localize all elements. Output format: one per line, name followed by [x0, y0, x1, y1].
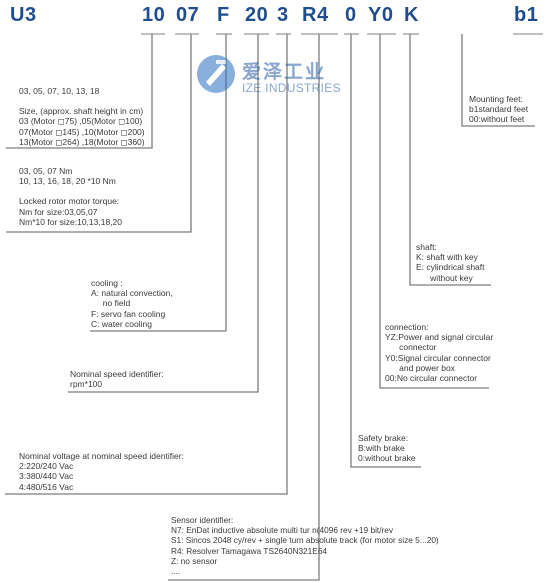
code-cooling: F — [217, 4, 230, 26]
sensor-line: S1: Sincos 2048 cy/rev + single turn abs… — [171, 535, 439, 546]
shaft-block: shaft: K: shaft with key E: cylindrical … — [416, 242, 485, 283]
size-block: 03, 05, 07, 10, 13, 18 Size, (approx. sh… — [19, 86, 145, 147]
logo-en-text: IZE INDUSTRIES — [242, 81, 341, 95]
voltage-line: 3:380/440 Vac — [19, 471, 74, 482]
line-shaft — [409, 34, 491, 286]
brake-line: B:with brake — [358, 443, 405, 454]
voltage-line: 2:220/240 Vac — [19, 461, 74, 472]
voltage-line: Nominal voltage at nominal speed identif… — [19, 451, 184, 461]
sensor-line: .... — [171, 566, 181, 577]
torque-line: Nm for size:03,05,07 — [19, 206, 98, 217]
voltage-line: 4:480/516 Vac — [19, 481, 74, 492]
cooling-block: cooling : A: natural convection, no fiel… — [91, 278, 173, 329]
company-logo: 爱泽工业 IZE INDUSTRIES — [196, 52, 386, 102]
sensor-line: R4: Resolver Tamagawa TS2640N321E64 — [171, 545, 328, 556]
size-line: Size, (approx. shaft height in cm) — [19, 106, 144, 117]
code-speed: 20 — [245, 4, 269, 26]
line-mounting — [461, 34, 535, 127]
connection-block: connection: YZ:Power and signal circular… — [385, 322, 493, 383]
voltage-block: Nominal voltage at nominal speed identif… — [19, 451, 184, 492]
brake-line: 0:without brake — [358, 453, 416, 464]
size-line: 13(Motor ◻264) ,18(Motor ◻360) — [19, 136, 145, 147]
connection-line: 00:No circular connector — [385, 373, 478, 384]
size-line — [19, 96, 145, 106]
code-shaft: K — [404, 4, 419, 26]
cooling-line: cooling : — [91, 278, 123, 288]
cooling-line: A: natural convection, — [91, 288, 173, 299]
torque-line: Nm*10 for size:10,13,18,20 — [19, 216, 123, 227]
shaft-line: K: shaft with key — [416, 252, 478, 263]
mounting-line: Mounting feet: — [469, 94, 523, 104]
code-u3: U3 — [10, 4, 37, 26]
line-cooling — [90, 34, 227, 332]
sensor-line: Sensor identifier: — [171, 515, 234, 525]
speed-block: Nominal speed identifier: rpm*100 — [70, 369, 164, 389]
code-connection: Y0 — [368, 4, 394, 26]
sensor-line: N7: EnDat inductive absolute multi tur n… — [171, 525, 394, 536]
line-torque — [6, 34, 192, 233]
torque-line: 03, 05, 07 Nm — [19, 166, 73, 176]
line-voltage — [5, 34, 288, 495]
code-torque: 07 — [176, 4, 200, 26]
brake-line: Safety brake: — [358, 433, 409, 443]
code-brake: 0 — [345, 4, 357, 26]
size-line: 07(Motor ◻145) ,10(Motor ◻200) — [19, 126, 145, 137]
logo-mark-icon — [197, 55, 235, 93]
mounting-line: 00:without feet — [469, 114, 525, 125]
line-connection — [379, 34, 489, 389]
code-sensor: R4 — [302, 4, 329, 26]
shaft-line: shaft: — [416, 242, 437, 252]
size-line: 03 (Motor ◻75) ,05(Motor ◻100) — [19, 116, 143, 127]
cooling-line: F: servo fan cooling — [91, 308, 166, 319]
code-size: 10 — [142, 4, 166, 26]
brake-block: Safety brake: B:with brake 0:without bra… — [358, 433, 416, 464]
line-size — [6, 34, 153, 149]
speed-line: rpm*100 — [70, 379, 103, 390]
logo-cn-text: 爱泽工业 — [242, 62, 327, 83]
connection-line: connector — [385, 342, 437, 353]
code-mounting: b1 — [514, 4, 539, 26]
shaft-line: without key — [416, 272, 473, 283]
line-sensor — [168, 34, 320, 581]
code-voltage: 3 — [277, 4, 289, 26]
torque-line: 10, 13, 16, 18, 20 *10 Nm — [19, 176, 116, 187]
cooling-line: no field — [91, 298, 131, 309]
line-speed — [68, 34, 259, 393]
cooling-line: C: water cooling — [91, 318, 152, 329]
shaft-line: E: cylindrical shaft — [416, 262, 485, 273]
line-brake — [350, 34, 421, 468]
sensor-line: Z: no sensor — [171, 555, 218, 566]
connection-line: connection: — [385, 322, 429, 332]
speed-line: Nominal speed identifier: — [70, 369, 164, 379]
connection-line: Y0:Signal circular connector — [385, 352, 491, 363]
torque-block: 03, 05, 07 Nm 10, 13, 16, 18, 20 *10 Nm … — [19, 166, 122, 227]
mounting-line: b1standard feet — [469, 104, 529, 115]
size-line: 03, 05, 07, 10, 13, 18 — [19, 86, 100, 96]
torque-line: Locked rotor motor torque: — [19, 196, 120, 207]
connection-line: YZ:Power and signal circular — [385, 332, 494, 343]
mounting-block: Mounting feet: b1standard feet 00:withou… — [469, 94, 528, 125]
sensor-block: Sensor identifier: N7: EnDat inductive a… — [171, 515, 439, 576]
connection-line: and power box — [385, 362, 455, 373]
torque-line — [19, 186, 122, 196]
